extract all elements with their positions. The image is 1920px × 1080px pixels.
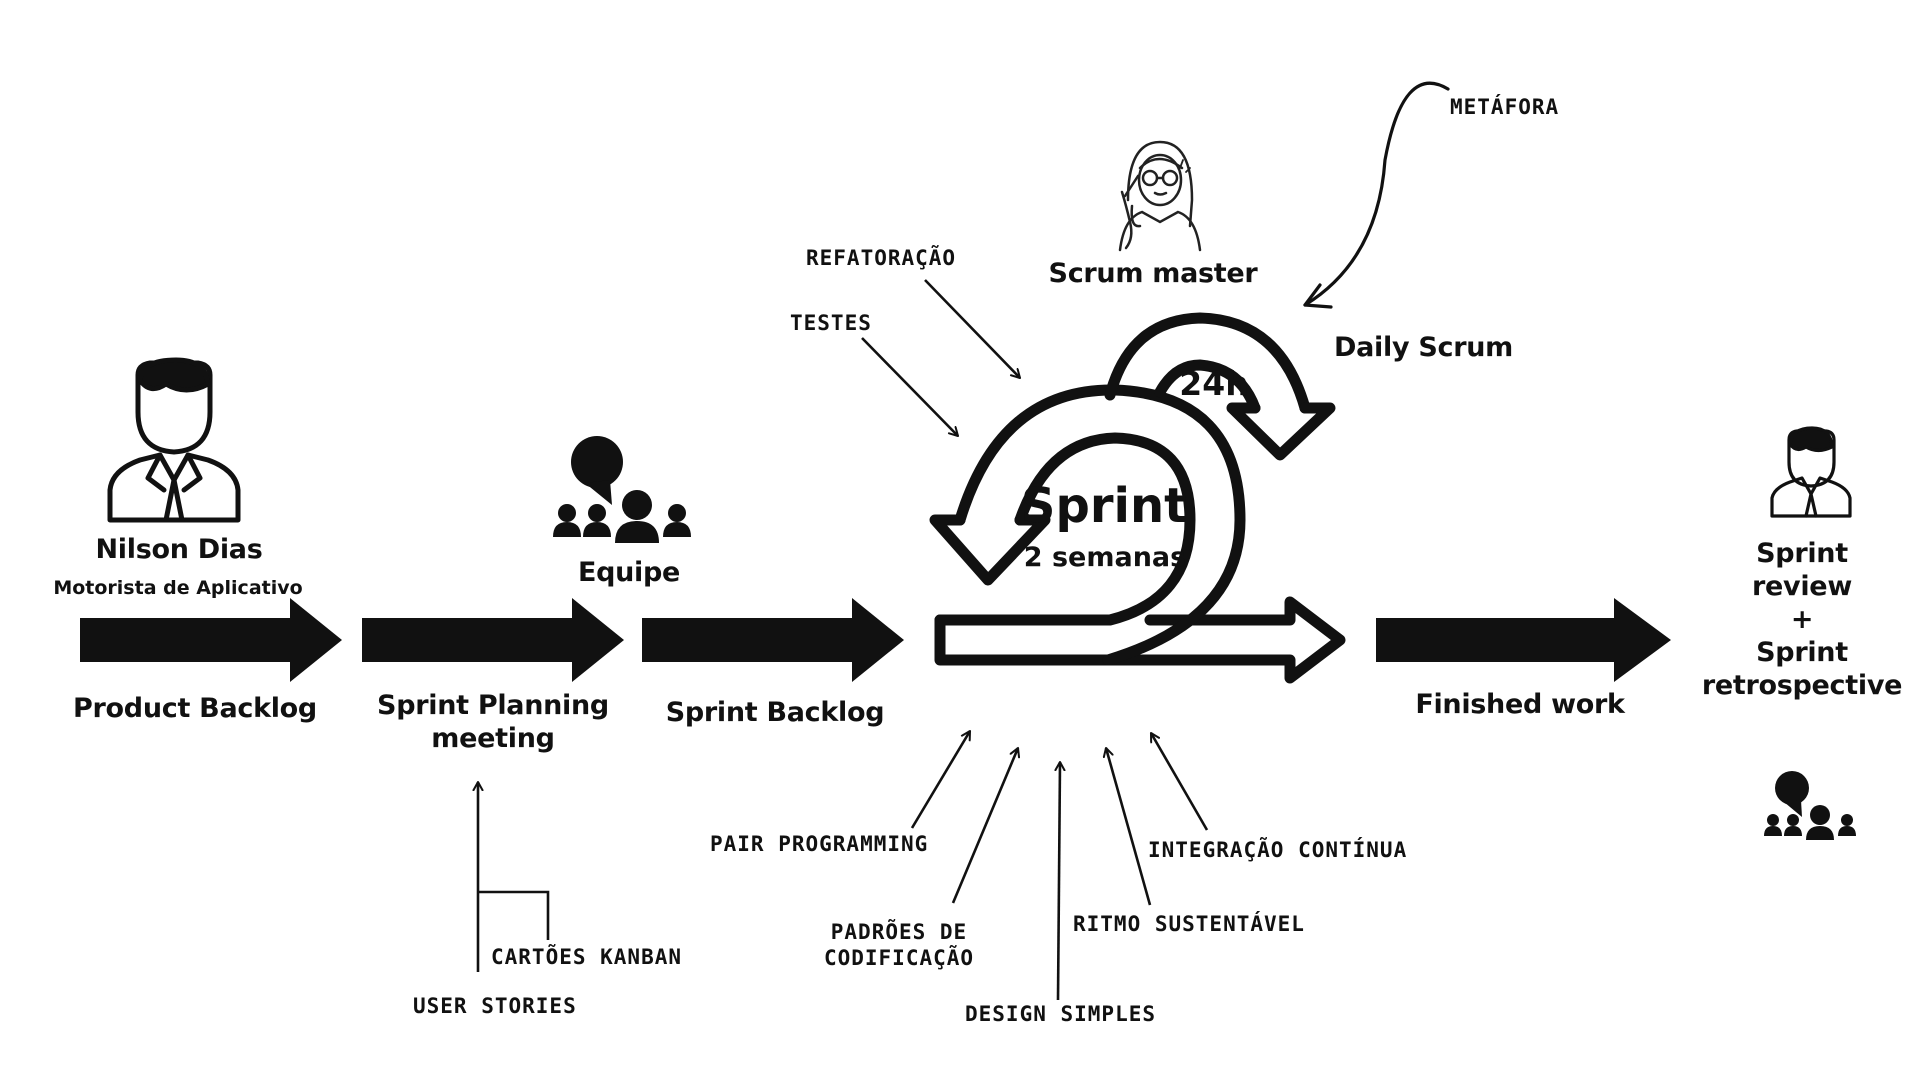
daily-scrum-label: Daily Scrum: [1334, 332, 1513, 363]
practice-ritmo-sustentavel: RITMO SUSTENTÁVEL: [1073, 912, 1305, 936]
owner-name: Nilson Dias: [95, 534, 263, 565]
sprint-title: Sprint: [1020, 478, 1188, 534]
practice-integracao-continua: INTEGRAÇÃO CONTÍNUA: [1148, 838, 1408, 862]
arrow-testes: [861, 337, 958, 436]
flow-arrow-finished-work: [1376, 598, 1671, 682]
practice-design-simples: DESIGN SIMPLES: [965, 1002, 1157, 1026]
scrum-master-label: Scrum master: [1048, 258, 1258, 289]
sprint-duration: 2 semanas: [1023, 542, 1187, 573]
arrow-ritmo: [1106, 748, 1152, 906]
businessman-icon: [107, 357, 241, 523]
flow-label-finished-work: Finished work: [1415, 689, 1625, 720]
flow-arrow-sprint-planning: [362, 598, 624, 682]
team-label: Equipe: [577, 557, 681, 588]
review-label: Sprint review + Sprint retrospective: [1701, 538, 1903, 701]
review-team-chat-icon: [1764, 771, 1856, 840]
flow-label-product-backlog: Product Backlog: [73, 693, 317, 724]
practice-arrows: [478, 279, 1209, 1001]
input-user-stories: USER STORIES: [413, 994, 577, 1018]
review-businessman-icon: [1770, 426, 1852, 518]
practice-pair-programming: PAIR PROGRAMMING: [710, 832, 929, 856]
arrow-integracao: [1149, 733, 1209, 831]
flow-arrow-product-backlog: [80, 598, 342, 682]
daily-cycle-label: 24h: [1179, 364, 1249, 403]
connector-kanban: [478, 890, 550, 940]
arrow-padroes: [951, 748, 1018, 904]
team-chat-icon: [553, 436, 691, 543]
scrum-master-woman-icon: [1118, 140, 1202, 252]
arrow-refatoracao: [924, 279, 1020, 378]
arrow-design-simples: [1058, 762, 1060, 1001]
practice-testes: TESTES: [790, 311, 872, 335]
flow-label-sprint-backlog: Sprint Backlog: [665, 697, 885, 728]
flow-arrow-sprint-backlog: [642, 598, 904, 682]
practice-metafora: METÁFORA: [1450, 95, 1560, 119]
owner-role: Motorista de Aplicativo: [53, 577, 303, 599]
arrow-metafora: [1303, 81, 1450, 307]
input-cartoes-kanban: CARTÕES KANBAN: [491, 945, 683, 969]
arrow-pair-programming: [910, 731, 972, 829]
sprint-cycle-icon: [929, 312, 1346, 684]
practice-refatoracao: REFATORAÇÃO: [806, 246, 957, 270]
